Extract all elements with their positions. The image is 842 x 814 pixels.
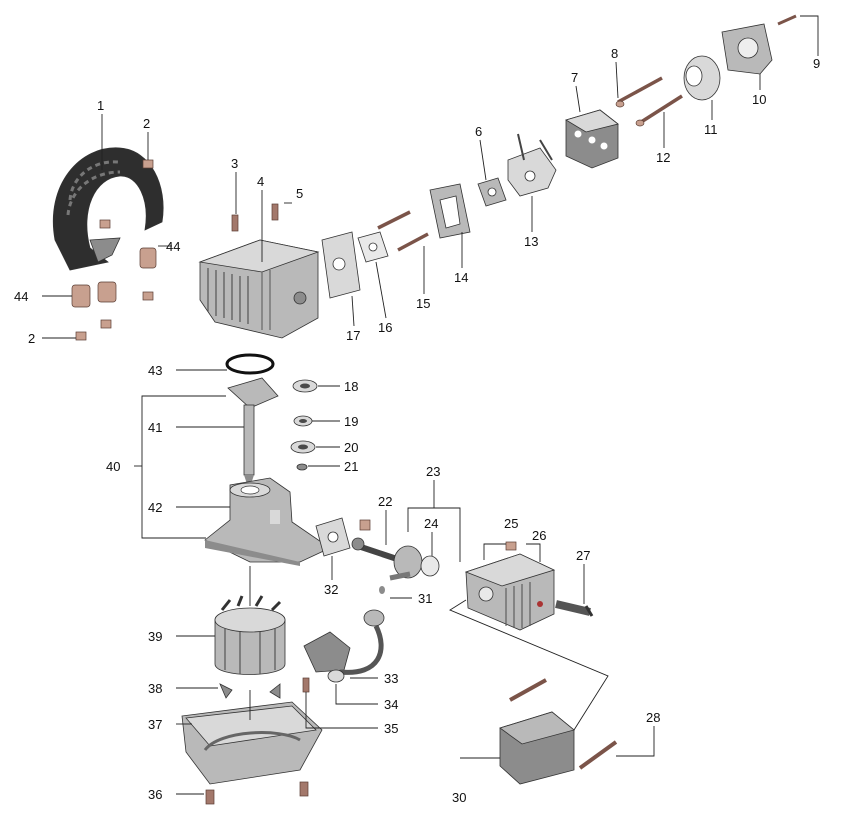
part-cylinder-26 xyxy=(464,541,556,631)
label-44a: 44 xyxy=(166,239,180,254)
label-40: 40 xyxy=(106,459,120,474)
part-cylinder-head xyxy=(198,203,320,339)
label-33: 33 xyxy=(384,671,398,686)
label-27: 27 xyxy=(576,548,590,563)
part-spacer-6 xyxy=(477,177,507,207)
label-22: 22 xyxy=(378,494,392,509)
label-41: 41 xyxy=(148,420,162,435)
label-8: 8 xyxy=(611,46,618,61)
part-handle-mounts xyxy=(71,159,157,341)
label-24: 24 xyxy=(424,516,438,531)
label-3: 3 xyxy=(231,156,238,171)
label-44b: 44 xyxy=(14,289,28,304)
label-5: 5 xyxy=(296,186,303,201)
label-35: 35 xyxy=(384,721,398,736)
label-19: 19 xyxy=(344,414,358,429)
part-bolts-15 xyxy=(377,210,429,252)
part-oring-43 xyxy=(225,353,275,375)
part-carburetor-13 xyxy=(507,133,557,197)
part-flywheel-39 xyxy=(214,595,286,675)
part-washers-18-21 xyxy=(290,379,318,471)
label-9: 9 xyxy=(813,56,820,71)
label-34: 34 xyxy=(384,697,398,712)
label-13: 13 xyxy=(524,234,538,249)
part-bolt-28 xyxy=(578,740,618,770)
label-17: 17 xyxy=(346,328,360,343)
part-ring-11 xyxy=(683,55,721,101)
part-disc-24 xyxy=(420,555,440,577)
label-2a: 2 xyxy=(143,116,150,131)
label-6: 6 xyxy=(475,124,482,139)
label-26: 26 xyxy=(532,528,546,543)
label-11: 11 xyxy=(704,122,718,137)
label-25: 25 xyxy=(504,516,518,531)
label-10: 10 xyxy=(752,92,766,107)
leader-lines xyxy=(42,15,819,795)
part-gasket-14 xyxy=(429,183,471,239)
label-43: 43 xyxy=(148,363,162,378)
label-31: 31 xyxy=(418,591,432,606)
label-23: 23 xyxy=(426,464,440,479)
part-ignition-33 xyxy=(302,609,385,693)
part-spark-plug-27 xyxy=(555,600,594,617)
label-42: 42 xyxy=(148,500,162,515)
part-clips-38 xyxy=(219,683,281,699)
part-crankcase-42 xyxy=(204,477,331,566)
label-20: 20 xyxy=(344,440,358,455)
part-handle-frame xyxy=(53,147,164,271)
part-base-tray-37 xyxy=(181,701,323,805)
label-30: 30 xyxy=(452,790,466,805)
label-28: 28 xyxy=(646,710,660,725)
part-pin-31 xyxy=(379,586,385,594)
label-21: 21 xyxy=(344,459,358,474)
label-14: 14 xyxy=(454,270,468,285)
part-filter-housing-7 xyxy=(565,109,619,169)
part-filter-cover-10 xyxy=(721,14,797,75)
label-2b: 2 xyxy=(28,331,35,346)
label-12: 12 xyxy=(656,150,670,165)
label-4: 4 xyxy=(257,174,264,189)
label-38: 38 xyxy=(148,681,162,696)
callout-labels: 1 2 2 3 4 5 6 7 8 9 10 11 12 13 14 15 16… xyxy=(14,46,820,805)
label-16: 16 xyxy=(378,320,392,335)
part-piston-23 xyxy=(389,545,423,581)
label-37: 37 xyxy=(148,717,162,732)
label-36: 36 xyxy=(148,787,162,802)
label-1: 1 xyxy=(97,98,104,113)
part-bolts-8-12 xyxy=(615,76,683,127)
part-crank-41 xyxy=(227,377,279,490)
label-7: 7 xyxy=(571,70,578,85)
part-connecting-rod-22 xyxy=(351,519,401,563)
label-32: 32 xyxy=(324,582,338,597)
part-gasket-17 xyxy=(321,231,361,299)
label-15: 15 xyxy=(416,296,430,311)
part-gasket-32 xyxy=(315,517,351,557)
label-39: 39 xyxy=(148,629,162,644)
part-spacer-16 xyxy=(357,231,389,263)
label-18: 18 xyxy=(344,379,358,394)
part-muffler-30 xyxy=(499,678,575,785)
